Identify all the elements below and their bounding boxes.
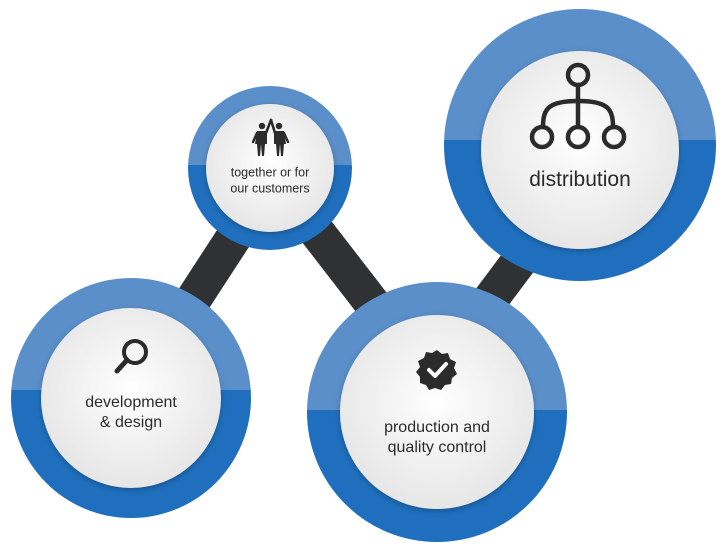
together-label: together or for our customers [230, 165, 309, 196]
development-label-line1: development [85, 394, 177, 411]
production-label: production and quality control [384, 418, 490, 458]
node-distribution [444, 9, 716, 281]
development-label-line2: & design [99, 414, 163, 431]
together-label-line1: together or for [230, 165, 310, 180]
development-label: development & design [85, 393, 177, 433]
people-high-five-icon [251, 118, 290, 156]
checkmark-badge-icon [416, 350, 457, 390]
together-label-line2: our customers [230, 181, 310, 195]
search-icon [114, 339, 148, 374]
production-label-line1: production and [384, 419, 490, 436]
distribution-label: distribution [529, 167, 631, 191]
network-hierarchy-icon [529, 62, 627, 150]
node-production [307, 282, 567, 542]
production-label-line2: quality control [387, 439, 487, 456]
